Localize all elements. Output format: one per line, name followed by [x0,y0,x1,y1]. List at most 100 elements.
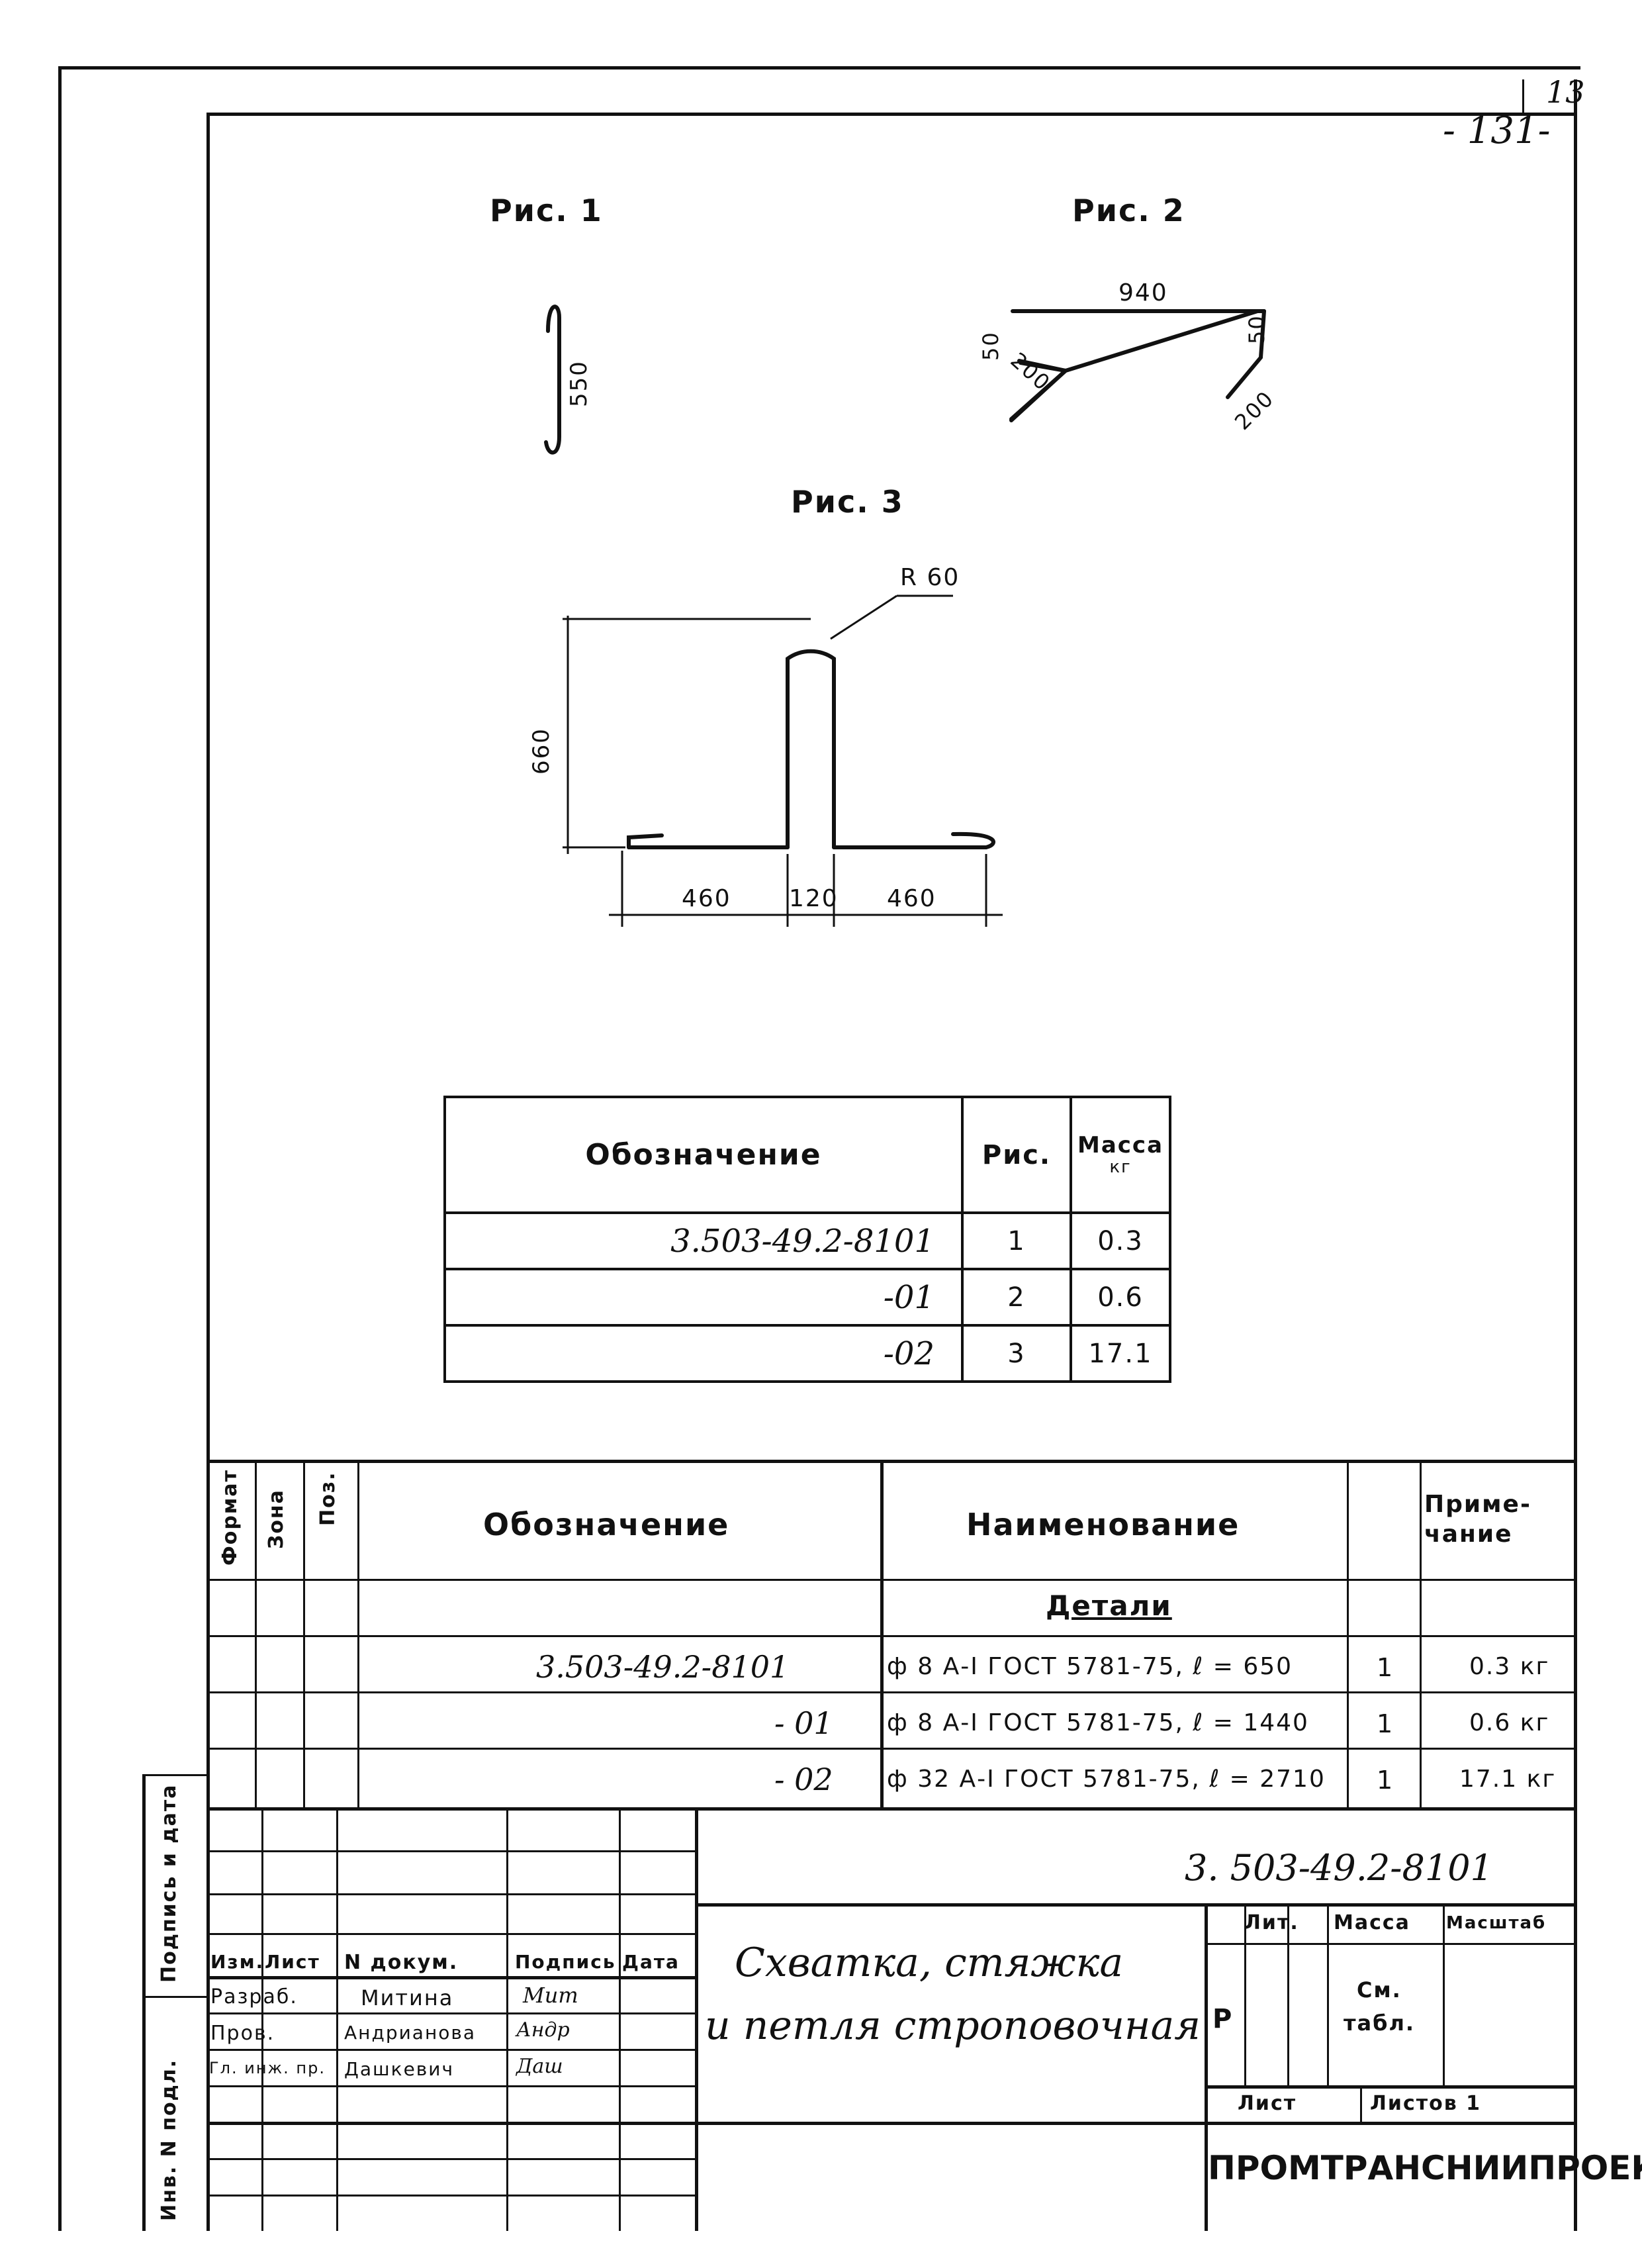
tb-right-section-left [1205,1903,1208,2231]
tb-staff-role: Гл. инж. пр. [209,2059,326,2077]
spec-row-name: ф 32 А-I ГОСТ 5781-75, ℓ = 2710 [887,1766,1326,1793]
fig2-dim-top: 940 [1118,279,1168,307]
spec-row-line-2 [206,1691,1575,1693]
fig3-label: Рис. 3 [791,484,904,520]
tb-staff-role: Разраб. [210,1985,298,2008]
tb-sheets-label: Листов 1 [1370,2092,1482,2115]
tb-org: ПРОМТРАНСНИИПРОЕКТ [1208,2149,1642,2187]
fig3-right: 460 [887,885,936,912]
mass-table-row: -02 3 17.1 [443,1324,1171,1383]
tb-col-doc [506,1807,508,2231]
fig1-dim: 550 [566,360,592,407]
mass-table-row: 3.503-49.2-8101 1 0.3 [443,1211,1171,1270]
spec-row-designation: - 02 [774,1762,833,1797]
tb-line-7 [206,2085,696,2087]
tb-header-sign: Подпись [515,1951,616,1973]
tb-line-10 [206,2195,696,2197]
mass-table-row: -01 2 0.6 [443,1268,1171,1327]
mass-table: Обозначение Рис. Масса кг 3.503-49.2-810… [443,1096,1171,1383]
tb-header-doc: N докум. [344,1951,459,1974]
spec-row-qty: 1 [1377,1766,1394,1795]
tb-doc-code: 3. 503-49.2-8101 [1185,1847,1493,1889]
tb-line-9 [206,2158,696,2160]
spec-col-designation [880,1460,884,1807]
sheet-number-top: 13 [1546,74,1585,110]
fig2-shape-right [1226,309,1266,399]
spec-top-line [206,1460,1575,1463]
drawing-frame-right [1574,79,1577,2231]
tb-line-5 [206,2012,696,2014]
tb-lit-col-2 [1287,1903,1289,2085]
side-stamp-sign-date: Подпись и дата [158,1783,181,1983]
fig3-middle: 120 [789,885,839,912]
spec-row-designation: 3.503-49.2-8101 [536,1649,790,1685]
tb-staff-sign: Мит [523,1983,578,2008]
fig2-label: Рис. 2 [1072,193,1185,228]
spec-row-qty: 1 [1377,1653,1394,1682]
tb-line-8 [206,2122,1575,2125]
drawing-frame-top [206,113,1575,116]
fig3-left: 460 [682,885,731,912]
spec-row-designation: - 01 [774,1705,833,1741]
tb-staff-role: Пров. [210,2022,275,2045]
spec-row-note: 0.6 кг [1469,1709,1550,1736]
tb-header-date: Дата [622,1951,680,1973]
tb-sheet-label: Лист [1238,2092,1297,2115]
spec-row-name: ф 8 А-I ГОСТ 5781-75, ℓ = 650 [887,1653,1293,1680]
drawings-svg [544,305,1266,927]
spec-header-pos: Поз. [316,1471,340,1526]
fig3-radius: R 60 [900,564,960,591]
spec-section-title: Детали [1046,1589,1172,1622]
tb-title-line1: Схватка, стяжка [735,1940,1124,1986]
spec-header-name: Наименование [966,1507,1240,1542]
spec-col-format [255,1460,257,1807]
spec-header-format: Формат [218,1469,242,1566]
tb-sheet-line-top [1205,2085,1575,2089]
tb-staff-name: Андрианова [344,2022,477,2044]
outer-frame-top [58,66,1580,70]
tb-mass-header: Масса [1334,1911,1410,1934]
spec-bottom-line [206,1807,1575,1811]
tb-staff-sign: Андр [516,2018,570,2042]
fig3-right-hook [951,831,995,849]
fig1-bar [544,305,561,455]
tb-staff-name: Дашкевич [344,2058,455,2080]
tb-line-1 [206,1850,696,1852]
fig2-shape [1009,361,1070,421]
spec-header-note: Приме-чание [1424,1491,1531,1548]
spec-header-zone: Зона [265,1489,288,1549]
spec-row-line-1 [206,1635,1575,1637]
fig3-left-hook [627,833,664,849]
tb-line-3 [206,1933,696,1935]
side-stamp-top [142,1774,208,1776]
tb-col-sign [619,1807,621,2231]
tb-line-2 [206,1893,696,1895]
spec-row-name: ф 8 А-I ГОСТ 5781-75, ℓ = 1440 [887,1709,1309,1736]
spec-header-bottom [206,1579,1575,1581]
tb-staff-sign: Даш [516,2055,563,2078]
spec-col-qty [1420,1460,1422,1807]
spec-row-note: 17.1 кг [1459,1766,1557,1793]
fig2-dim-left-short: 50 [978,331,1003,361]
mass-table-header-fig: Рис. [961,1096,1072,1214]
tb-col-date [695,1807,698,2231]
spec-row-line-3 [206,1748,1575,1750]
fig3-loop [786,649,836,849]
tb-scale-col [1443,1903,1445,2085]
tb-mass-value-2: табл. [1344,2010,1416,2036]
fig2-dim-right-short: 50 [1244,314,1269,344]
spec-header-designation: Обозначение [483,1507,730,1542]
tb-lit-col-1 [1244,1903,1246,2085]
tb-line-4 [206,1976,696,1979]
mass-table-header-mass: Масса кг [1070,1096,1171,1214]
tb-title-line2: и петля строповочная [705,2003,1201,2049]
tb-header-list: Лист [265,1951,320,1973]
mass-table-header-designation: Обозначение [443,1096,964,1214]
spec-row-note: 0.3 кг [1469,1653,1550,1680]
spec-col-name [1347,1460,1349,1807]
tb-sheets-col [1360,2085,1362,2122]
spec-col-pos [357,1460,359,1807]
fig1-label: Рис. 1 [490,193,603,228]
tb-code-bottom [695,1903,1575,1907]
tb-col-list [336,1807,338,2231]
